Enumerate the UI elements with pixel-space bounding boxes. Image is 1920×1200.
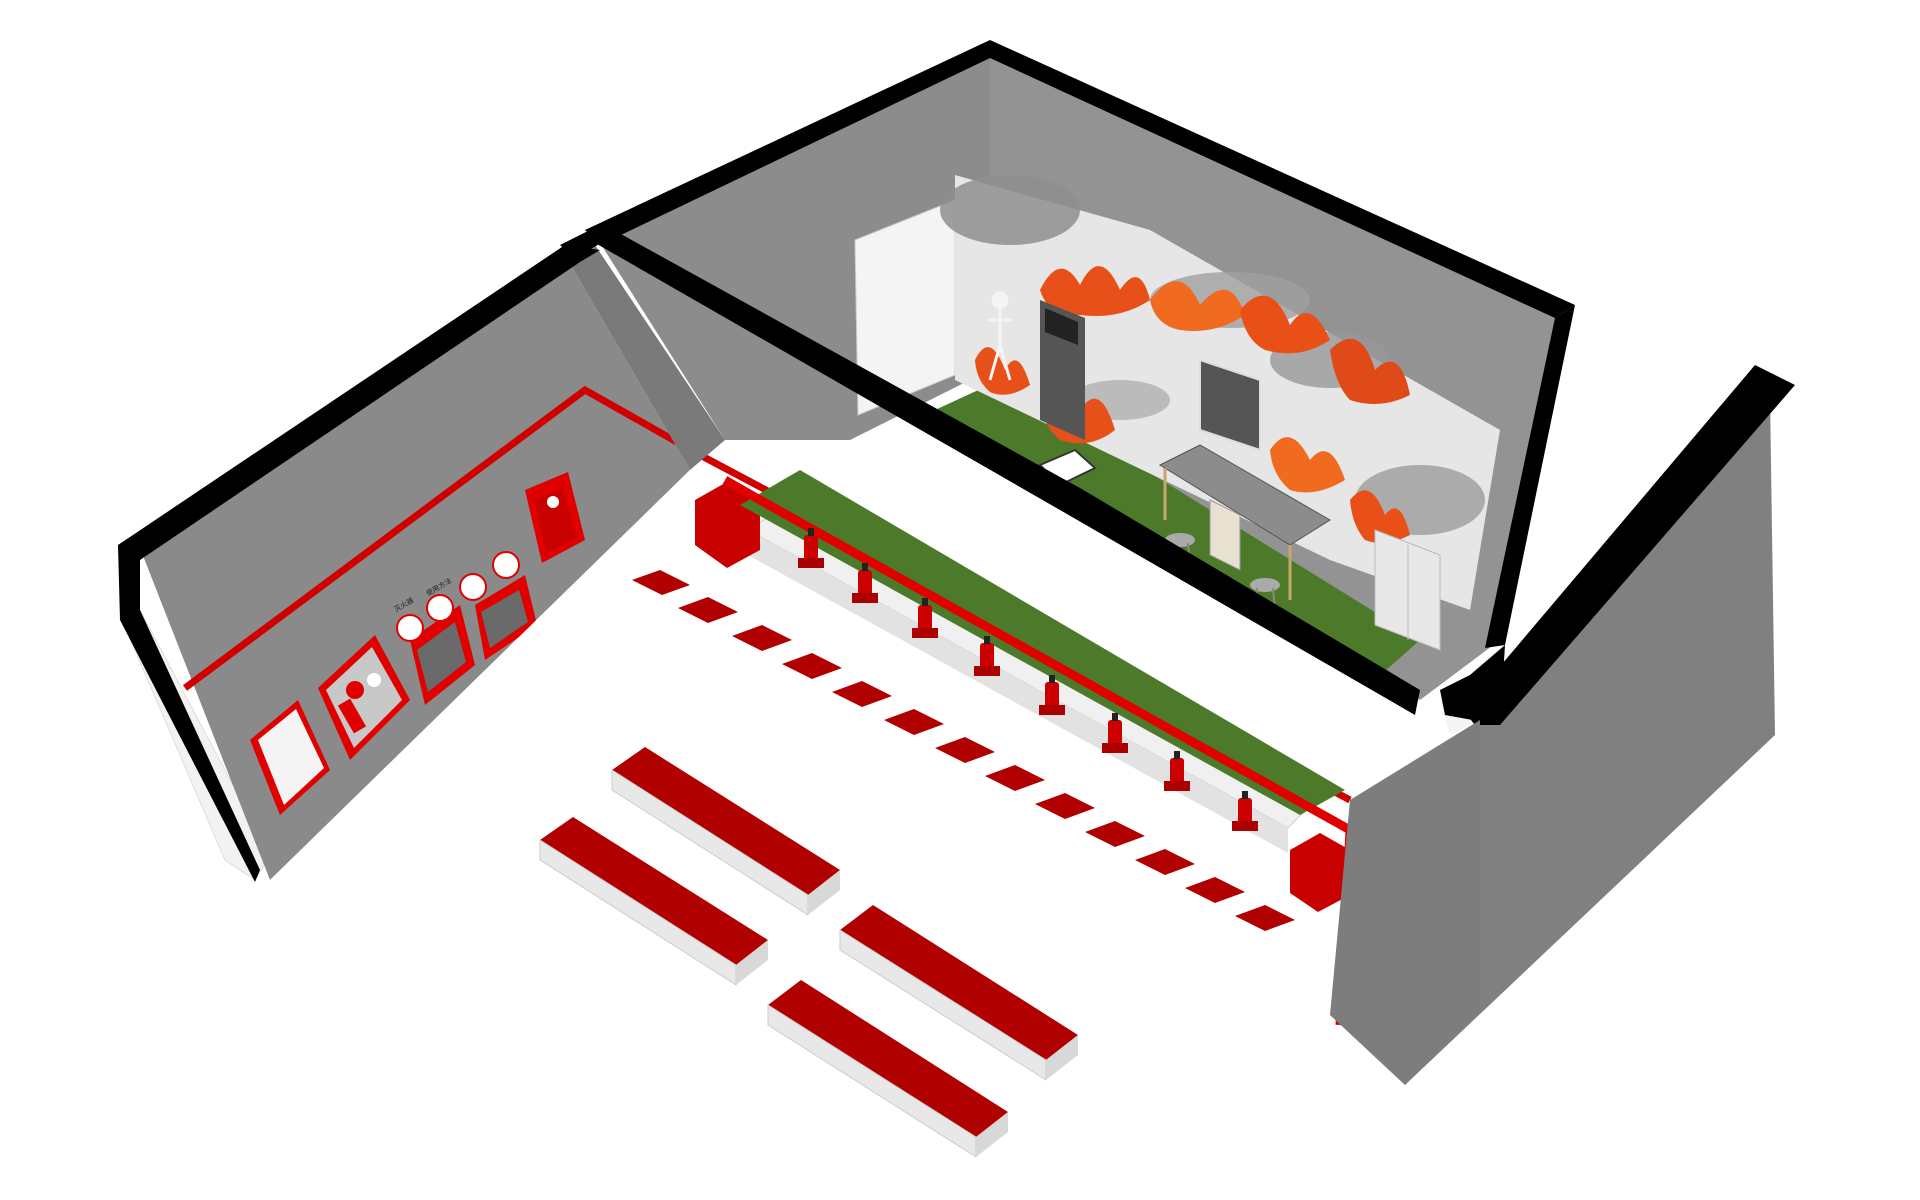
wall-display-panel-blank <box>250 700 330 815</box>
main-floor <box>270 470 1355 1200</box>
floor-stripe <box>935 737 995 763</box>
left-end-wall-top <box>118 545 260 882</box>
divider-wall-top <box>560 225 615 258</box>
floor-stripe <box>985 765 1045 791</box>
fire-extinguisher <box>798 528 824 568</box>
table-icon <box>1158 444 1331 600</box>
flame-icon <box>1240 295 1330 354</box>
wall-fire-hydrant-box <box>525 472 585 563</box>
fire-extinguisher <box>974 636 1000 676</box>
floor-stripe <box>632 570 690 595</box>
flame-icon <box>1350 490 1410 544</box>
fire-room-front-wall-top <box>590 228 1420 715</box>
fire-extinguisher <box>1102 713 1128 753</box>
bench <box>539 817 768 986</box>
door-window <box>1045 308 1078 345</box>
fire-extinguisher <box>1039 675 1065 715</box>
floor-stripe <box>678 597 738 623</box>
counter-red-block-right <box>1290 833 1350 912</box>
right-wall-lower-face <box>1330 720 1480 1085</box>
fire-extinguisher <box>1164 751 1190 791</box>
flame-icon <box>1330 338 1410 404</box>
wall-display-extinguisher-cabinet <box>318 635 410 760</box>
smoke-icon <box>940 175 1080 245</box>
bench <box>611 747 840 916</box>
green-wall-strip <box>740 470 1345 815</box>
instruction-circle-1 <box>396 614 424 642</box>
floor-stripe <box>832 681 892 707</box>
fire-extinguisher <box>912 598 938 638</box>
fire-room-green-floor <box>935 380 1420 680</box>
fire-extinguisher <box>1232 791 1258 831</box>
flame-icon <box>1150 281 1245 331</box>
floor-stripe <box>1035 793 1095 819</box>
skeleton-icon <box>988 291 1012 381</box>
mural-window <box>1199 358 1261 452</box>
instruction-circle-3 <box>459 573 487 601</box>
counter-front-face <box>748 530 1288 853</box>
bench <box>767 980 1008 1158</box>
instruction-circle-4 <box>492 551 520 579</box>
wall-display-cabinet-2 <box>475 575 537 660</box>
flame-icon <box>1270 437 1345 493</box>
fire-extinguisher-row <box>798 528 1258 831</box>
floor-stripe <box>1235 905 1295 931</box>
fire-room-right-wall-top <box>1485 305 1575 648</box>
floor-stripe <box>1085 821 1145 847</box>
flame-icon <box>975 347 1030 395</box>
fire-extinguisher <box>852 563 878 603</box>
bench <box>839 905 1078 1081</box>
instruction-circle-2 <box>426 594 454 622</box>
floor-stripe <box>782 653 842 679</box>
floor-stripe <box>884 709 944 735</box>
fire-room-wall-top <box>585 40 1575 318</box>
floor-warning-stripes <box>632 570 1295 931</box>
fire-room-corner-top <box>1440 645 1505 725</box>
cabinet-icon <box>1374 529 1441 651</box>
wall-display-cabinet-1 <box>410 605 475 705</box>
right-outer-wall <box>1395 380 1775 1085</box>
floor-stripe <box>732 625 792 651</box>
floor-stripe <box>1135 849 1195 875</box>
right-wall-top <box>1455 365 1795 725</box>
floor-stripe <box>1185 877 1245 903</box>
flame-icon <box>1040 266 1150 316</box>
left-room-side-wall <box>565 245 725 470</box>
